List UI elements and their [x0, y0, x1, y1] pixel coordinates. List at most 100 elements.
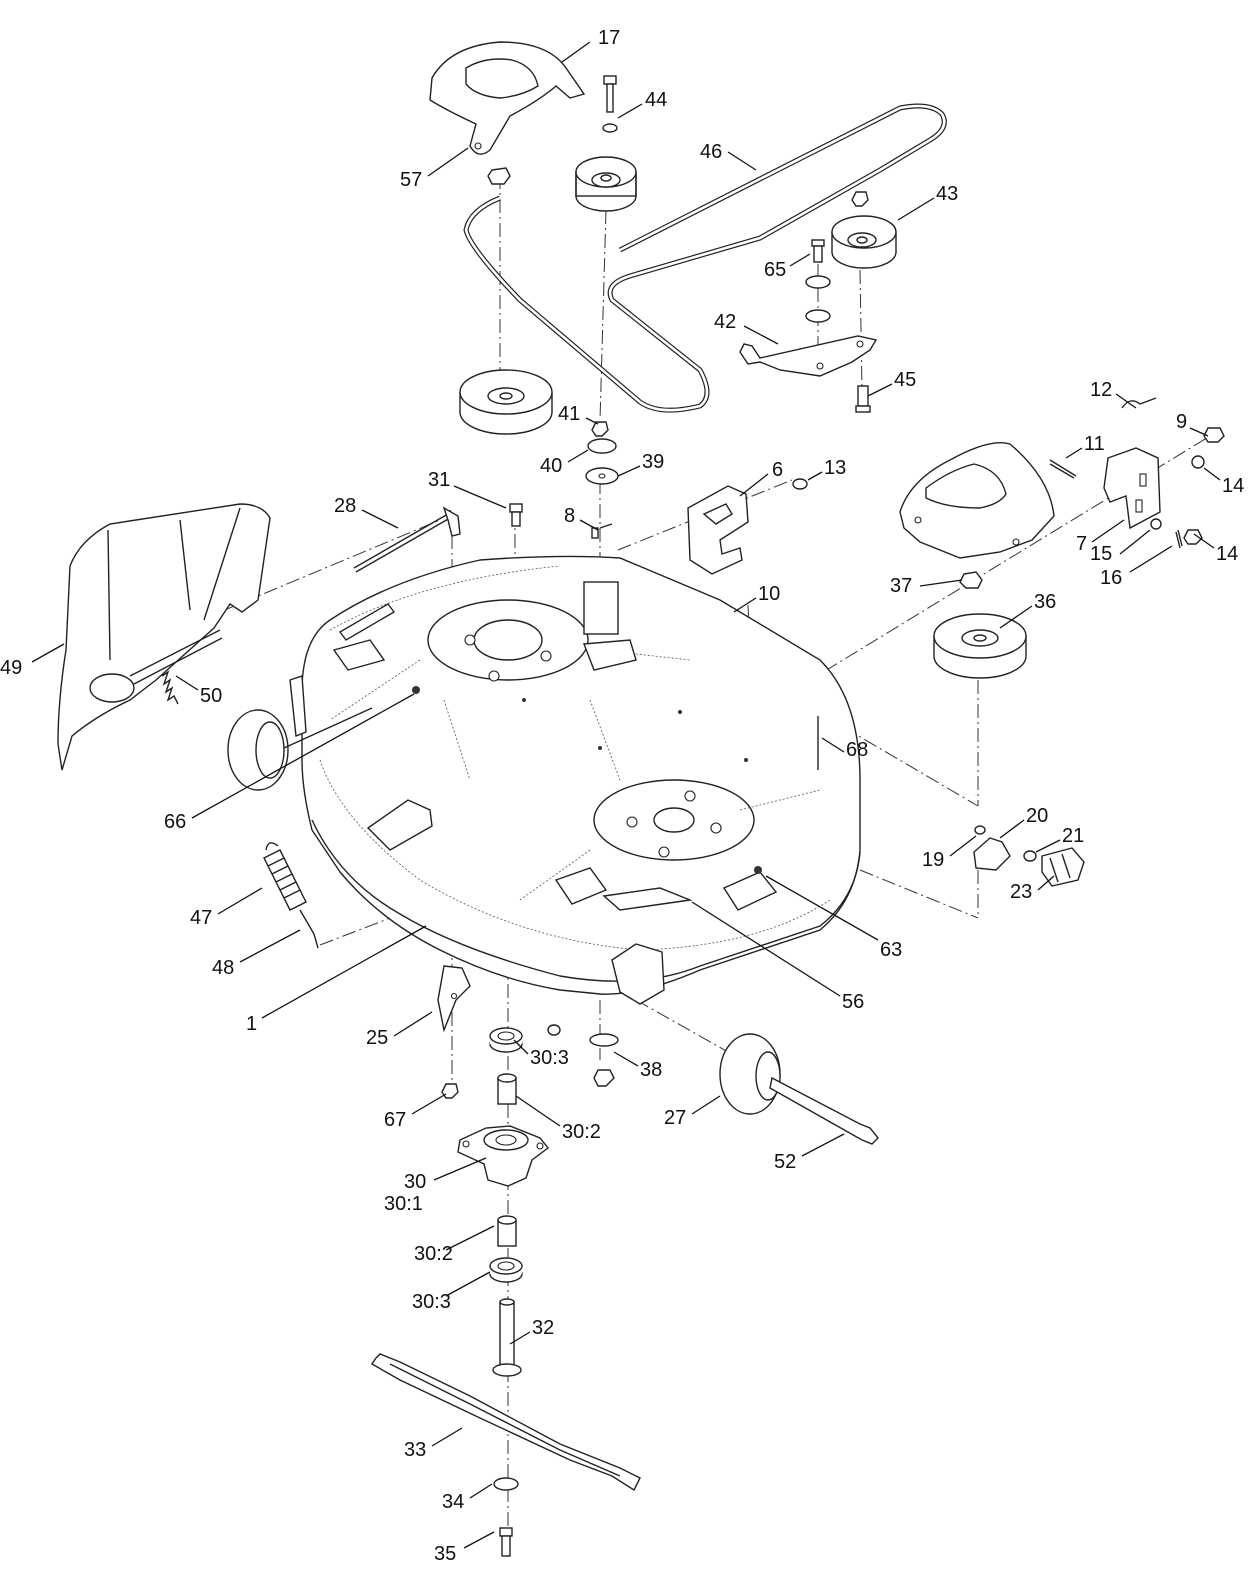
pin-8: [591, 523, 613, 539]
leader-line: [919, 579, 963, 587]
bolt-65: [805, 239, 831, 323]
leader-line: [1203, 467, 1221, 481]
callout-c7: 7: [1076, 519, 1125, 555]
callout-number: 15: [1090, 543, 1112, 565]
callout-c45: 45: [867, 369, 916, 397]
rear-wheel-left: [227, 707, 373, 791]
callout-c41: 41: [558, 403, 599, 425]
callout-c67: 67: [384, 1093, 447, 1131]
callout-number: 30: [404, 1171, 426, 1193]
leader-line: [411, 1093, 447, 1115]
callout-c14a: 14: [1203, 467, 1244, 497]
leader-line: [867, 383, 893, 397]
callout-number: 7: [1076, 533, 1087, 555]
callout-number: 9: [1176, 411, 1187, 433]
leader-line: [445, 1271, 491, 1297]
leader-line: [897, 197, 935, 221]
callout-number: 50: [200, 685, 222, 707]
callout-number: 10: [758, 583, 780, 605]
leader-line: [1129, 545, 1173, 573]
callout-c9: 9: [1176, 411, 1209, 437]
callout-number: 8: [564, 505, 575, 527]
bolt-31: [509, 503, 523, 527]
link-48: [299, 909, 319, 949]
callout-number: 25: [366, 1027, 388, 1049]
callout-number: 30:3: [412, 1291, 451, 1313]
callout-c15: 15: [1090, 529, 1151, 565]
leader-line: [239, 929, 301, 963]
leader-line: [175, 675, 199, 691]
callout-c47: 47: [190, 887, 263, 929]
nut-67: [441, 1083, 459, 1099]
nut-washer-stack-39-41: [585, 421, 619, 485]
spring-50: [161, 670, 179, 705]
callout-number: 56: [842, 991, 864, 1013]
spindle-pulley-right-36: [933, 613, 1027, 679]
leader-line: [743, 325, 779, 345]
callout-c1: 1: [246, 925, 427, 1035]
callout-number: 30:2: [562, 1121, 601, 1143]
leader-line: [453, 485, 507, 509]
callout-number: 49: [0, 657, 22, 679]
discharge-chute-49: [57, 503, 271, 771]
callout-c14b: 14: [1193, 533, 1238, 565]
callout-c48: 48: [212, 929, 301, 979]
callout-c30_3b: 30:3: [412, 1271, 491, 1313]
callout-number: 67: [384, 1109, 406, 1131]
callout-number: 38: [640, 1059, 662, 1081]
callout-c27: 27: [664, 1095, 721, 1129]
cutting-blade-33: [371, 1353, 641, 1492]
callout-number: 33: [404, 1439, 426, 1461]
leader-line: [433, 1157, 487, 1181]
callout-c16: 16: [1100, 545, 1173, 589]
callout-c20: 20: [999, 805, 1048, 839]
leader-line: [1119, 529, 1151, 555]
callout-number: 31: [428, 469, 450, 491]
washer-nut-38: [547, 1024, 619, 1087]
rod-28: [353, 506, 461, 573]
callout-c34: 34: [442, 1483, 493, 1513]
callout-number: 40: [540, 455, 562, 477]
bracket-25: [437, 965, 471, 1033]
callout-c35: 35: [434, 1531, 495, 1565]
callout-c23: 23: [1010, 875, 1055, 903]
callout-number: 6: [772, 459, 783, 481]
leader-line: [691, 1095, 721, 1115]
leader-line: [427, 147, 469, 177]
mower-deck-1: [289, 555, 861, 1005]
leader-line: [463, 1531, 495, 1549]
callout-number: 32: [532, 1317, 554, 1339]
callout-c65: 65: [764, 253, 811, 281]
leader-line: [999, 605, 1033, 629]
leader-line: [513, 1039, 529, 1055]
callout-c30: 30: [404, 1157, 487, 1193]
leader-line: [617, 103, 643, 119]
callout-number: 23: [1010, 881, 1032, 903]
callout-c49: 49: [0, 643, 65, 679]
leader-line: [765, 875, 879, 941]
callout-number: 68: [846, 739, 868, 761]
leader-line: [393, 1011, 433, 1037]
spindle-housing-30: [457, 1125, 549, 1187]
callout-c30_2a: 30:2: [515, 1095, 601, 1143]
callout-c33: 33: [404, 1427, 463, 1461]
leader-line: [509, 1331, 531, 1345]
leader-line: [613, 1051, 639, 1067]
callout-c40: 40: [540, 449, 589, 477]
callout-number: 19: [922, 849, 944, 871]
callout-number: 52: [774, 1151, 796, 1173]
bolt-45: [855, 385, 871, 413]
callout-number: 35: [434, 1543, 456, 1565]
callout-number: 34: [442, 1491, 464, 1513]
callout-c25: 25: [366, 1011, 433, 1049]
callout-number: 37: [890, 575, 912, 597]
axle-bolt-52: [769, 1076, 879, 1145]
callout-c28: 28: [334, 495, 399, 529]
leader-line: [261, 925, 427, 1019]
leader-line: [801, 1133, 845, 1157]
leader-line: [361, 509, 399, 529]
idler-pulley-43: [831, 191, 897, 269]
callout-number: 42: [714, 311, 736, 333]
callout-c32: 32: [509, 1317, 554, 1345]
